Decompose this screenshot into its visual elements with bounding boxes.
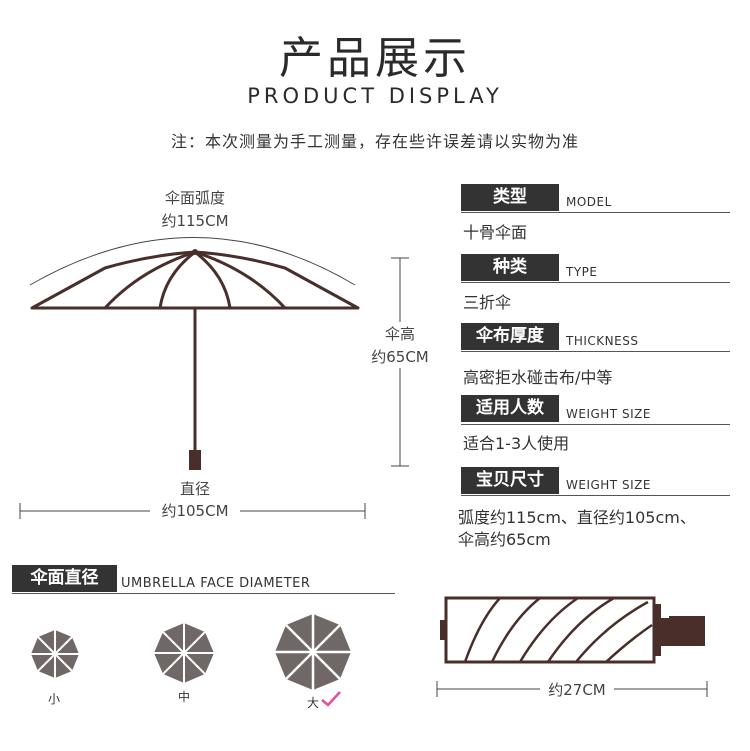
height-label: 伞高	[384, 325, 415, 343]
spec-value-capacity: 适合1-3人使用	[463, 434, 570, 453]
spec-en-type: TYPE	[566, 265, 598, 279]
spec-value-type: 三折伞	[463, 293, 512, 312]
size-small: 小	[48, 692, 61, 706]
measurement-note: 注：本次测量为手工测量，存在些许误差请以实物为准	[170, 132, 579, 151]
height-value: 约65CM	[371, 348, 429, 366]
spec-value-size-2: 伞高约65cm	[458, 530, 551, 549]
umbrella-top-icon	[31, 614, 351, 690]
face-en: UMBRELLA FACE DIAMETER	[121, 576, 311, 591]
spec-en-capacity: WEIGHT SIZE	[566, 407, 651, 421]
spec-value-model: 十骨伞面	[463, 223, 528, 242]
spec-label-capacity: 适用人数	[461, 395, 559, 422]
size-large: 大	[307, 696, 320, 710]
size-medium: 中	[178, 690, 191, 704]
spec-en-model: MODEL	[566, 195, 612, 209]
diameter-value: 约105CM	[161, 502, 229, 520]
folded-length: 约27CM	[548, 681, 606, 699]
spec-label-model: 类型	[461, 184, 559, 211]
diameter-label: 直径	[179, 480, 210, 498]
spec-en-size: WEIGHT SIZE	[566, 478, 651, 492]
checkmark-icon	[321, 691, 341, 707]
page-subtitle: PRODUCT DISPLAY	[247, 84, 503, 108]
page-title: 产品展示	[279, 33, 471, 84]
spec-value-size: 弧度约115cm、直径约105cm、	[458, 508, 696, 527]
arc-value: 约115CM	[161, 212, 229, 230]
spec-label-size: 宝贝尺寸	[461, 467, 559, 494]
face-label: 伞面直径	[12, 565, 117, 592]
arc-label: 伞面弧度	[164, 189, 225, 207]
umbrella-folded-icon	[436, 596, 708, 697]
spec-en-thickness: THICKNESS	[566, 334, 639, 348]
spec-label-thickness: 伞布厚度	[461, 323, 559, 350]
spec-label-type: 种类	[461, 254, 559, 281]
spec-value-thickness: 高密拒水碰击布/中等	[463, 368, 613, 387]
